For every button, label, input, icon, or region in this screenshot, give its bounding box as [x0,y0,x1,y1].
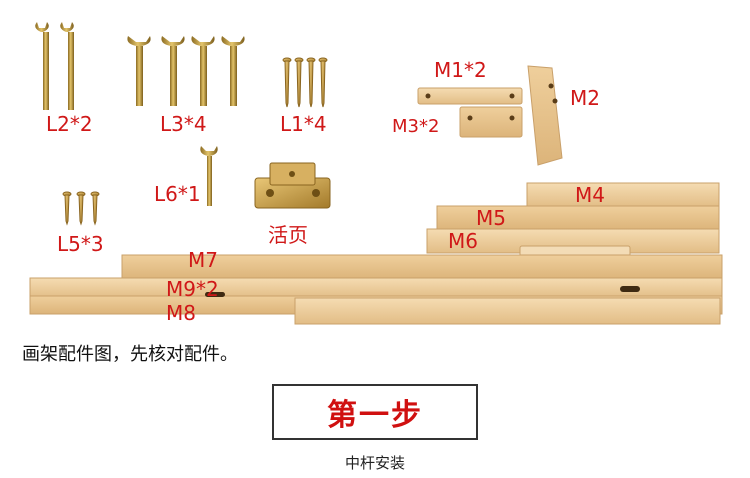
wood-piece-m1 [417,87,523,105]
label-m3: M3*2 [392,116,440,137]
step-subtitle: 中杆安装 [344,454,405,472]
easel-parts-illustration [29,22,723,325]
slot [205,292,225,297]
wood-piece-m8 [294,297,721,325]
screw-l5 [62,191,100,226]
label-hinge: 活页 [268,223,308,247]
wood-piece-m3 [459,106,523,138]
wing-bolt-l3 [127,36,245,106]
parts-caption: 画架配件图，先核对配件。 [22,344,238,365]
wood-piece-m2 [527,65,563,166]
label-m8: M8 [166,301,196,325]
label-m2: M2 [570,86,600,110]
screw-l1 [282,57,328,108]
label-m7: M7 [188,248,218,272]
label-m4: M4 [575,183,605,207]
wood-piece-m4 [526,182,720,208]
label-m6: M6 [448,229,478,253]
label-l5: L5*3 [57,232,104,256]
wing-bolt-l6 [200,146,218,206]
slot [620,286,640,292]
step-title: 第一步 [327,398,423,433]
label-l6: L6*1 [154,182,201,206]
wood-piece-m5 [436,205,720,231]
wood-piece-m7 [121,254,723,280]
label-m1: M1*2 [434,58,487,82]
hinge [254,162,331,209]
label-l1: L1*4 [280,112,327,136]
label-l3: L3*4 [160,112,207,136]
label-l2: L2*2 [46,112,93,136]
label-m9: M9*2 [166,277,219,301]
step-box: 第一步 [272,384,478,440]
wing-bolt-l2 [35,22,74,110]
wood-piece-m9 [29,277,723,299]
label-m5: M5 [476,206,506,230]
